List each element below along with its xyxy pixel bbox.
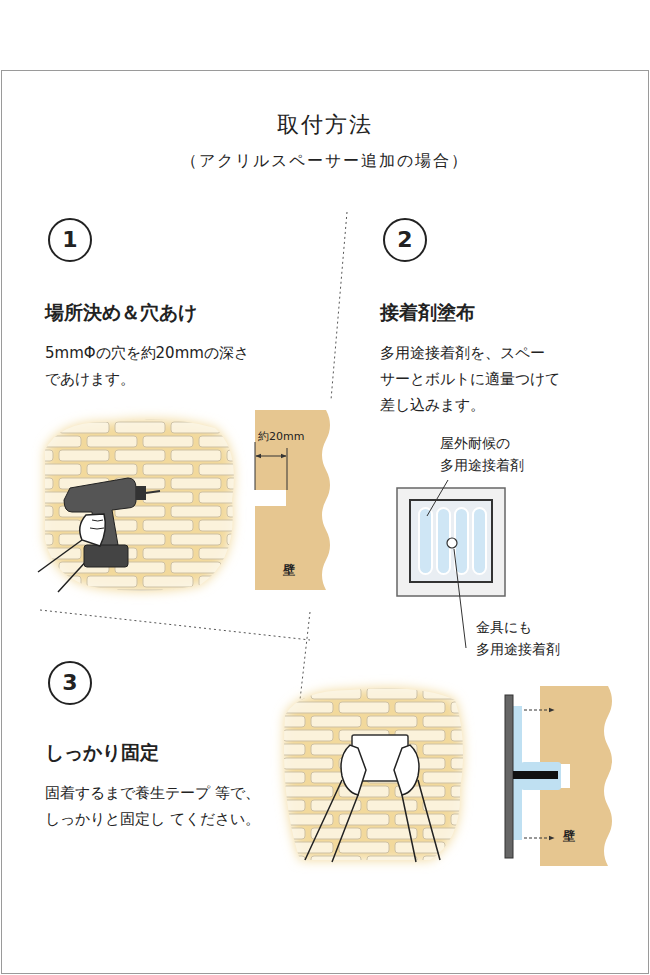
brick-wall xyxy=(270,680,480,870)
step-circle: 1 xyxy=(48,218,92,262)
step-circle: 3 xyxy=(48,661,92,705)
step-text: 多用途接着剤を、スペー サーとボルトに適量つけて 差し込みます。 xyxy=(380,340,630,418)
wall-label: 壁 xyxy=(563,828,575,844)
step-circle: 2 xyxy=(383,218,427,262)
brick-wall xyxy=(30,410,250,600)
frame xyxy=(2,71,649,974)
dimension-label: 約20mm xyxy=(258,430,304,444)
step-text: 5mmΦの穴を約20mmの深さ であけます。 xyxy=(45,340,315,392)
step-text: 固着するまで養生テープ 等で、しっかりと固定し てください。 xyxy=(45,780,295,832)
step-number: 2 xyxy=(397,229,412,251)
wall-section xyxy=(255,410,330,590)
hands-pressing xyxy=(305,735,440,862)
page-title: 取付方法 xyxy=(0,110,650,139)
wall-section xyxy=(505,686,612,866)
wall-label: 壁 xyxy=(283,562,295,578)
step-heading: 接着剤塗布 xyxy=(380,300,475,325)
step-heading: 場所決め＆穴あけ xyxy=(45,300,197,325)
step-number: 3 xyxy=(62,672,77,694)
drill xyxy=(38,478,160,592)
subtitle: （アクリルスペーサー追加の場合） xyxy=(0,150,650,171)
step-number: 1 xyxy=(62,229,77,251)
callout-label: 屋外耐候の 多用途接着剤 xyxy=(440,432,570,476)
callout-label: 金具にも 多用途接着剤 xyxy=(476,616,606,660)
step-heading: しっかり固定 xyxy=(45,740,159,765)
